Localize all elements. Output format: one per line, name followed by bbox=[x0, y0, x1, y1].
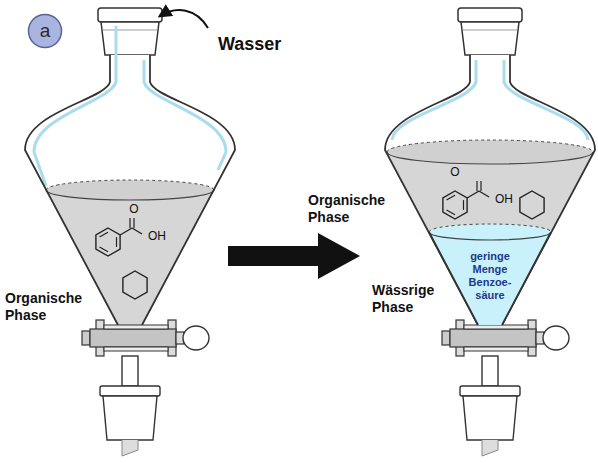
phase-label: Organische Phase bbox=[308, 192, 398, 226]
phase-note: geringe Menge Benzoe- säure bbox=[458, 222, 522, 302]
atom-label: OH bbox=[145, 229, 169, 243]
aqueous-phase: geringe Menge Benzoe- säure bbox=[426, 222, 554, 326]
panel-letter-text: a bbox=[27, 13, 63, 49]
phase-label: Organische Phase bbox=[5, 290, 95, 324]
atom-label: O bbox=[448, 165, 462, 179]
reagent-label: Wasser bbox=[218, 33, 308, 55]
panel-letter: a bbox=[27, 13, 63, 53]
atom-label: OH bbox=[492, 192, 516, 206]
phase-label: Wässrige Phase bbox=[372, 282, 452, 316]
atom-label: O bbox=[127, 202, 141, 216]
